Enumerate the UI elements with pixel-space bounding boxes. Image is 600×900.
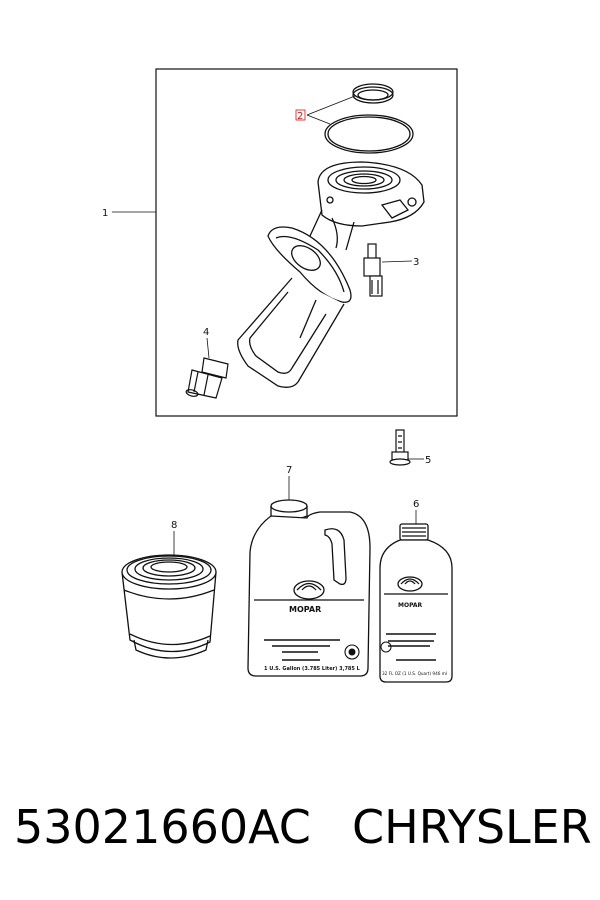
bottle-volume-text: 32 FL OZ (1 U.S. Quart) 946 ml (382, 671, 447, 676)
bottle-brand-text: MOPAR (398, 602, 423, 609)
callout-2[interactable]: 2 (297, 111, 303, 122)
jug-label-lines (264, 639, 340, 661)
bottle-seal-icon (380, 641, 392, 653)
jug-volume-text: 1 U.S. Gallon (3.785 Liter) 3,785 L (264, 666, 361, 672)
callout-1: 1 (102, 208, 108, 219)
callout-2-box (295, 109, 306, 121)
jug-seal-icon (344, 644, 360, 660)
bolt (389, 429, 411, 466)
callout-8: 8 (171, 520, 177, 531)
callout-4: 4 (203, 327, 209, 338)
footer: 53021660AC CHRYSLER (0, 800, 600, 860)
oil-filter (121, 554, 217, 659)
gallon-jug (247, 499, 371, 677)
part-number: 53021660AC (14, 800, 311, 854)
callout-7: 7 (286, 465, 292, 476)
sensor (363, 243, 383, 297)
filter-housing (237, 161, 425, 388)
brand-name: CHRYSLER (352, 800, 592, 854)
seal-rings (324, 83, 414, 154)
bottle-label-lines (386, 633, 436, 661)
callout-6: 6 (413, 499, 419, 510)
assembly-frame (155, 68, 458, 417)
callout-3: 3 (413, 257, 419, 268)
fitting (185, 357, 229, 399)
jug-brand-text: MOPAR (289, 605, 321, 614)
callout-5: 5 (425, 455, 431, 466)
